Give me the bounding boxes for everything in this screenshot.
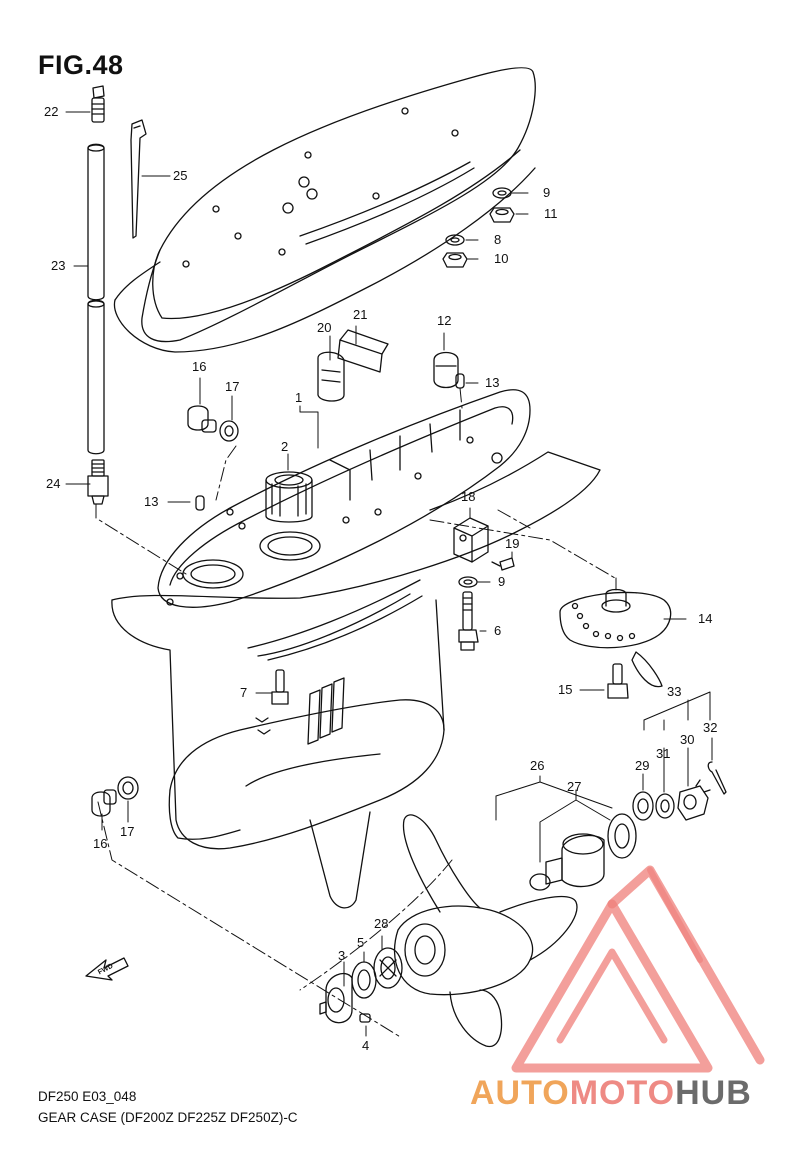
- part-17-gasket-upper: [219, 420, 239, 442]
- part-13-dowel-left: [195, 495, 205, 511]
- callout-3: 3: [338, 948, 346, 963]
- callout-1: 1: [295, 390, 303, 405]
- callout-24: 24: [46, 476, 61, 491]
- part-23-water-tube: [87, 143, 105, 455]
- part-32-cotter-pin: [707, 761, 727, 795]
- callout-16-lower: 16: [93, 836, 108, 851]
- figure-title: FIG.48: [38, 50, 124, 80]
- callout-6: 6: [494, 623, 502, 638]
- callout-33: 33: [667, 684, 682, 699]
- part-31-spacer: [655, 793, 675, 819]
- part-10-nut: [442, 252, 468, 268]
- part-14-trim-tab: [559, 588, 672, 688]
- part-9-washer-mid: [458, 576, 478, 588]
- part-6-bolt: [458, 591, 479, 651]
- part-29-washer: [632, 791, 654, 821]
- callout-26: 26: [530, 758, 545, 773]
- callout-9-mid: 9: [498, 574, 506, 589]
- callout-13-left: 13: [144, 494, 159, 509]
- callout-20: 20: [317, 320, 332, 335]
- part-26-thrust-washer: [607, 813, 637, 859]
- gear-case-body: [111, 389, 601, 909]
- callout-7: 7: [240, 685, 248, 700]
- propeller: [393, 814, 578, 1048]
- callout-27: 27: [567, 779, 582, 794]
- callout-12: 12: [437, 313, 452, 328]
- callout-25: 25: [173, 168, 188, 183]
- automotohub-logo-icon: [511, 865, 765, 1073]
- part-12-anode: [433, 351, 459, 389]
- watermark-part-auto: AUTO: [470, 1074, 570, 1112]
- callout-2: 2: [281, 439, 289, 454]
- fwd-arrow-icon: [85, 957, 129, 981]
- callout-32: 32: [703, 720, 718, 735]
- watermark-part-hub: HUB: [675, 1074, 752, 1112]
- callout-15: 15: [558, 682, 573, 697]
- part-20-clip: [317, 351, 345, 402]
- callout-10: 10: [494, 251, 509, 266]
- part-7-bolt: [271, 669, 289, 705]
- diagram-caption: GEAR CASE (DF200Z DF225Z DF250Z)-C: [38, 1110, 298, 1125]
- part-22-nipple: [91, 85, 105, 123]
- callout-21: 21: [353, 307, 368, 322]
- part-19-screw: [491, 557, 515, 571]
- part-21-plate: [337, 329, 389, 373]
- part-5-washer: [351, 961, 377, 999]
- leader-lines: [65, 111, 713, 1037]
- watermark-text: AUTOMOTOHUB: [470, 1074, 752, 1113]
- part-27-bushing: [529, 833, 605, 891]
- callout-17-upper: 17: [225, 379, 240, 394]
- callout-9-top: 9: [543, 185, 551, 200]
- callout-8: 8: [494, 232, 502, 247]
- callout-11: 11: [544, 206, 558, 221]
- part-28-spacer: [373, 947, 403, 989]
- diagram-code: DF250 E03_048: [38, 1089, 137, 1104]
- part-11-nut: [489, 207, 515, 223]
- callout-17-lower: 17: [120, 824, 135, 839]
- callout-19: 19: [505, 536, 520, 551]
- callout-28: 28: [374, 916, 389, 931]
- part-24-fitting: [87, 459, 109, 505]
- part-9-washer-top: [492, 187, 512, 199]
- assembly-lines: [95, 387, 617, 1039]
- callout-5: 5: [357, 935, 365, 950]
- part-8-washer: [445, 234, 465, 246]
- part-16-plug-lower: [91, 789, 117, 817]
- cavitation-plate: [113, 67, 536, 353]
- part-25-strap: [130, 119, 147, 239]
- callout-29: 29: [635, 758, 650, 773]
- callout-14: 14: [698, 611, 713, 626]
- callout-22: 22: [44, 104, 59, 119]
- callout-13-upper: 13: [485, 375, 500, 390]
- callout-4: 4: [362, 1038, 370, 1053]
- callout-23: 23: [51, 258, 66, 273]
- watermark-part-moto: MOTO: [569, 1074, 676, 1112]
- part-3-thrust-hub: [319, 973, 353, 1024]
- part-15-bolt: [607, 663, 629, 699]
- part-17-gasket-lower: [117, 776, 139, 800]
- part-13-dowel-upper: [455, 373, 465, 389]
- callout-18: 18: [461, 489, 476, 504]
- callout-30: 30: [680, 732, 695, 747]
- part-30-nut: [677, 779, 711, 821]
- part-16-plug-upper: [187, 405, 217, 433]
- callout-31: 31: [656, 746, 671, 761]
- callout-16-upper: 16: [192, 359, 207, 374]
